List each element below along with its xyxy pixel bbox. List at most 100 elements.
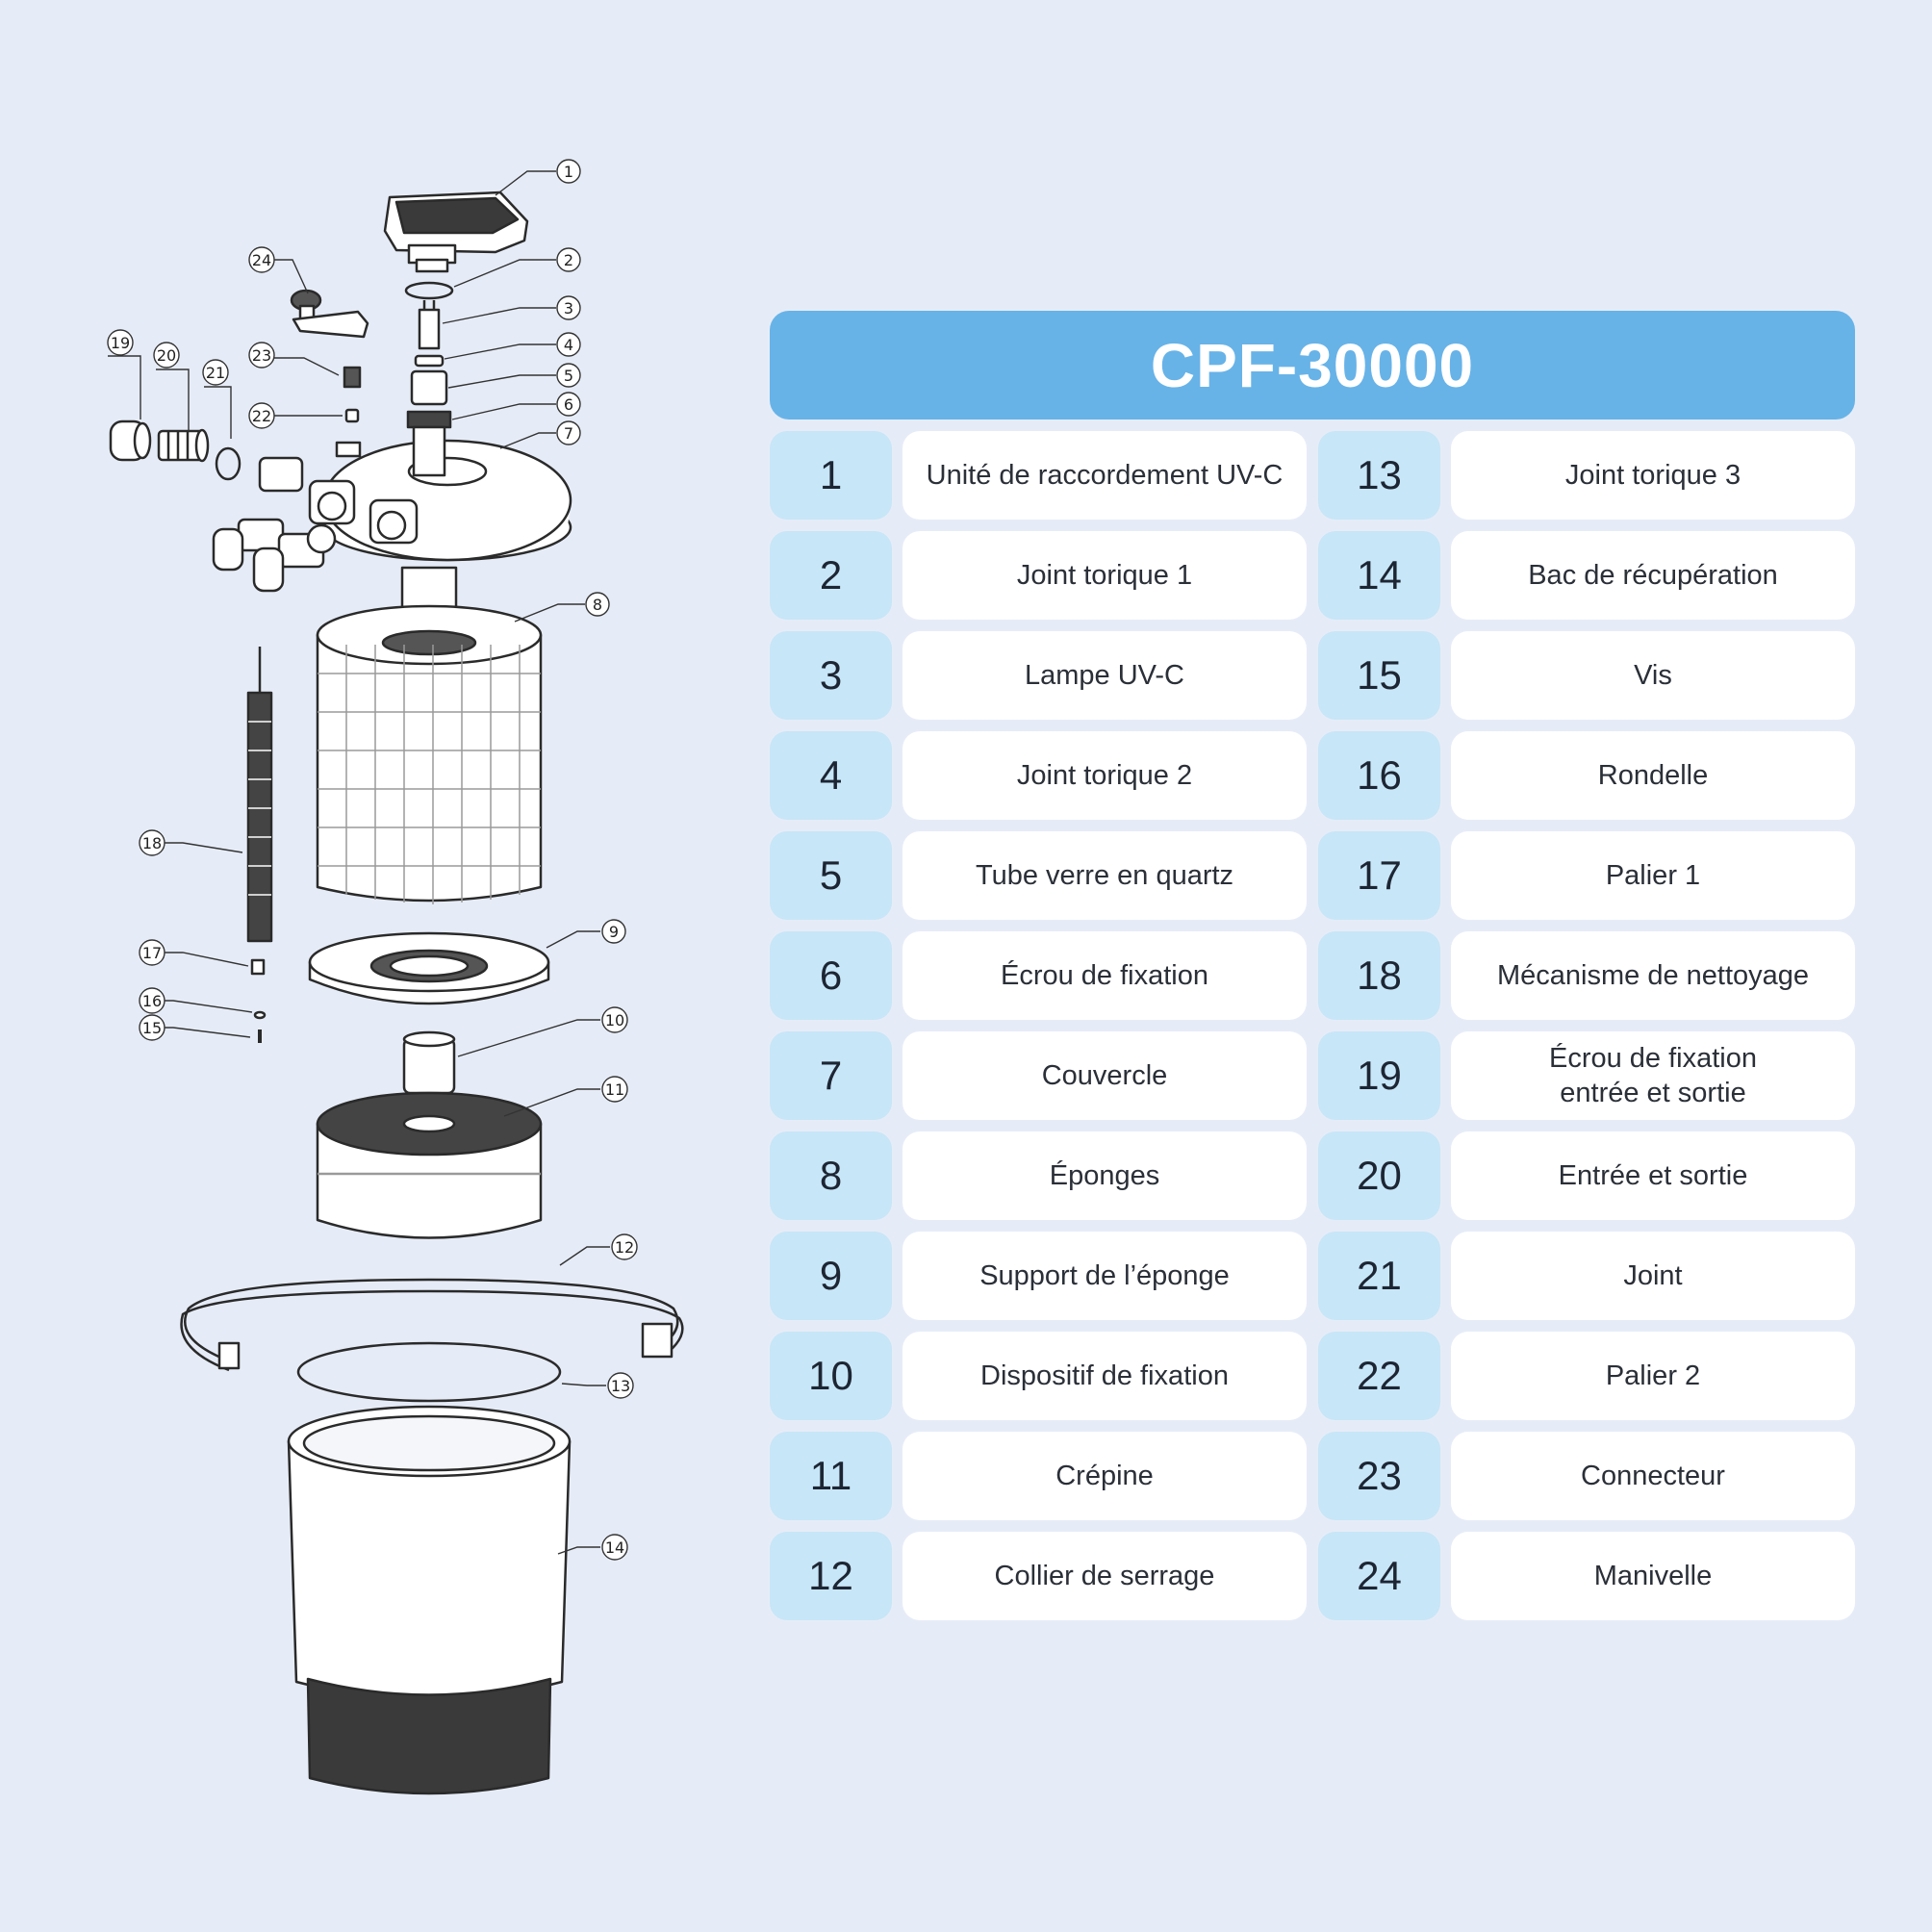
svg-text:22: 22 bbox=[252, 407, 271, 425]
callout-5: 5 bbox=[556, 363, 581, 388]
callout-11: 11 bbox=[601, 1076, 628, 1103]
part-17-bearing bbox=[250, 958, 266, 976]
svg-text:6: 6 bbox=[564, 395, 573, 414]
part-12-clamp-collar bbox=[180, 1278, 684, 1372]
part-name: Unité de raccordement UV-C bbox=[902, 431, 1307, 520]
part-number: 9 bbox=[770, 1232, 892, 1320]
part-name: Écrou de fixation entrée et sortie bbox=[1451, 1031, 1855, 1120]
part-name: Couvercle bbox=[902, 1031, 1307, 1120]
svg-text:10: 10 bbox=[605, 1011, 624, 1030]
part-number: 17 bbox=[1318, 831, 1440, 920]
part-name: Joint torique 3 bbox=[1451, 431, 1855, 520]
part-name: Entrée et sortie bbox=[1451, 1131, 1855, 1220]
part-9-sponge-support bbox=[308, 931, 550, 1005]
svg-text:5: 5 bbox=[564, 367, 573, 385]
part-22-bearing bbox=[344, 408, 360, 423]
callout-17: 17 bbox=[139, 939, 165, 966]
part-name: Bac de récupération bbox=[1451, 531, 1855, 620]
svg-text:16: 16 bbox=[142, 992, 162, 1010]
model-title: CPF-30000 bbox=[1150, 330, 1475, 400]
part-21-seal bbox=[215, 446, 242, 481]
part-name: Vis bbox=[1451, 631, 1855, 720]
part-number: 20 bbox=[1318, 1131, 1440, 1220]
parts-table: CPF-30000 1 Unité de raccordement UV-C 2… bbox=[770, 311, 1855, 1624]
part-24-crank bbox=[290, 289, 369, 339]
part-number: 4 bbox=[770, 731, 892, 820]
svg-text:8: 8 bbox=[593, 596, 602, 614]
callout-3: 3 bbox=[556, 295, 581, 320]
callout-20: 20 bbox=[153, 342, 180, 369]
part-name: Palier 1 bbox=[1451, 831, 1855, 920]
part-number: 2 bbox=[770, 531, 892, 620]
callout-6: 6 bbox=[556, 392, 581, 417]
callout-9: 9 bbox=[601, 919, 626, 944]
svg-text:21: 21 bbox=[206, 364, 225, 382]
svg-text:23: 23 bbox=[252, 346, 271, 365]
svg-text:9: 9 bbox=[609, 923, 619, 941]
part-name: Joint torique 2 bbox=[902, 731, 1307, 820]
callout-7: 7 bbox=[556, 420, 581, 445]
svg-text:7: 7 bbox=[564, 424, 573, 443]
svg-text:24: 24 bbox=[252, 251, 271, 269]
svg-text:19: 19 bbox=[111, 334, 130, 352]
callout-14: 14 bbox=[601, 1534, 628, 1561]
part-name: Rondelle bbox=[1451, 731, 1855, 820]
callout-2: 2 bbox=[556, 247, 581, 272]
part-13-o-ring bbox=[296, 1341, 562, 1403]
callout-12: 12 bbox=[611, 1233, 638, 1260]
svg-text:17: 17 bbox=[142, 944, 162, 962]
part-number: 10 bbox=[770, 1332, 892, 1420]
callout-23: 23 bbox=[248, 342, 275, 369]
part-16-washer bbox=[253, 1010, 267, 1020]
callout-8: 8 bbox=[585, 592, 610, 617]
svg-text:20: 20 bbox=[157, 346, 176, 365]
svg-text:11: 11 bbox=[605, 1080, 624, 1099]
part-number: 1 bbox=[770, 431, 892, 520]
part-number: 19 bbox=[1318, 1031, 1440, 1120]
part-23-connector bbox=[343, 366, 362, 389]
callout-13: 13 bbox=[607, 1372, 634, 1399]
part-5-quartz-tube bbox=[410, 369, 448, 406]
part-name: Palier 2 bbox=[1451, 1332, 1855, 1420]
callout-16: 16 bbox=[139, 987, 165, 1014]
part-number: 15 bbox=[1318, 631, 1440, 720]
part-11-strainer bbox=[316, 1091, 543, 1239]
part-number: 23 bbox=[1318, 1432, 1440, 1520]
part-name: Joint torique 1 bbox=[902, 531, 1307, 620]
part-4-o-ring bbox=[414, 354, 445, 368]
callout-4: 4 bbox=[556, 332, 581, 357]
part-10-fixing-device bbox=[402, 1030, 456, 1095]
svg-text:3: 3 bbox=[564, 299, 573, 318]
part-name: Tube verre en quartz bbox=[902, 831, 1307, 920]
part-name: Support de l’éponge bbox=[902, 1232, 1307, 1320]
svg-text:12: 12 bbox=[615, 1238, 634, 1257]
part-name: Dispositif de fixation bbox=[902, 1332, 1307, 1420]
part-number: 22 bbox=[1318, 1332, 1440, 1420]
part-name: Éponges bbox=[902, 1131, 1307, 1220]
part-name: Collier de serrage bbox=[902, 1532, 1307, 1620]
part-name: Connecteur bbox=[1451, 1432, 1855, 1520]
svg-text:2: 2 bbox=[564, 251, 573, 269]
part-18-cleaning-mechanism bbox=[246, 647, 273, 943]
part-number: 21 bbox=[1318, 1232, 1440, 1320]
part-number: 7 bbox=[770, 1031, 892, 1120]
part-number: 11 bbox=[770, 1432, 892, 1520]
part-number: 8 bbox=[770, 1131, 892, 1220]
callout-15: 15 bbox=[139, 1014, 165, 1041]
part-number: 5 bbox=[770, 831, 892, 920]
svg-text:15: 15 bbox=[142, 1019, 162, 1037]
part-20-inlet-outlet bbox=[157, 428, 210, 463]
part-number: 14 bbox=[1318, 531, 1440, 620]
svg-text:18: 18 bbox=[142, 834, 162, 852]
part-number: 3 bbox=[770, 631, 892, 720]
part-6-fixing-nut bbox=[406, 410, 452, 429]
svg-text:14: 14 bbox=[605, 1538, 624, 1557]
part-number: 18 bbox=[1318, 931, 1440, 1020]
part-2-o-ring bbox=[404, 281, 454, 300]
part-name: Manivelle bbox=[1451, 1532, 1855, 1620]
part-8-sponges bbox=[316, 566, 543, 904]
part-number: 12 bbox=[770, 1532, 892, 1620]
callout-21: 21 bbox=[202, 359, 229, 386]
part-1-uvc-connection-unit bbox=[383, 191, 529, 273]
part-3-uvc-lamp bbox=[418, 300, 441, 350]
